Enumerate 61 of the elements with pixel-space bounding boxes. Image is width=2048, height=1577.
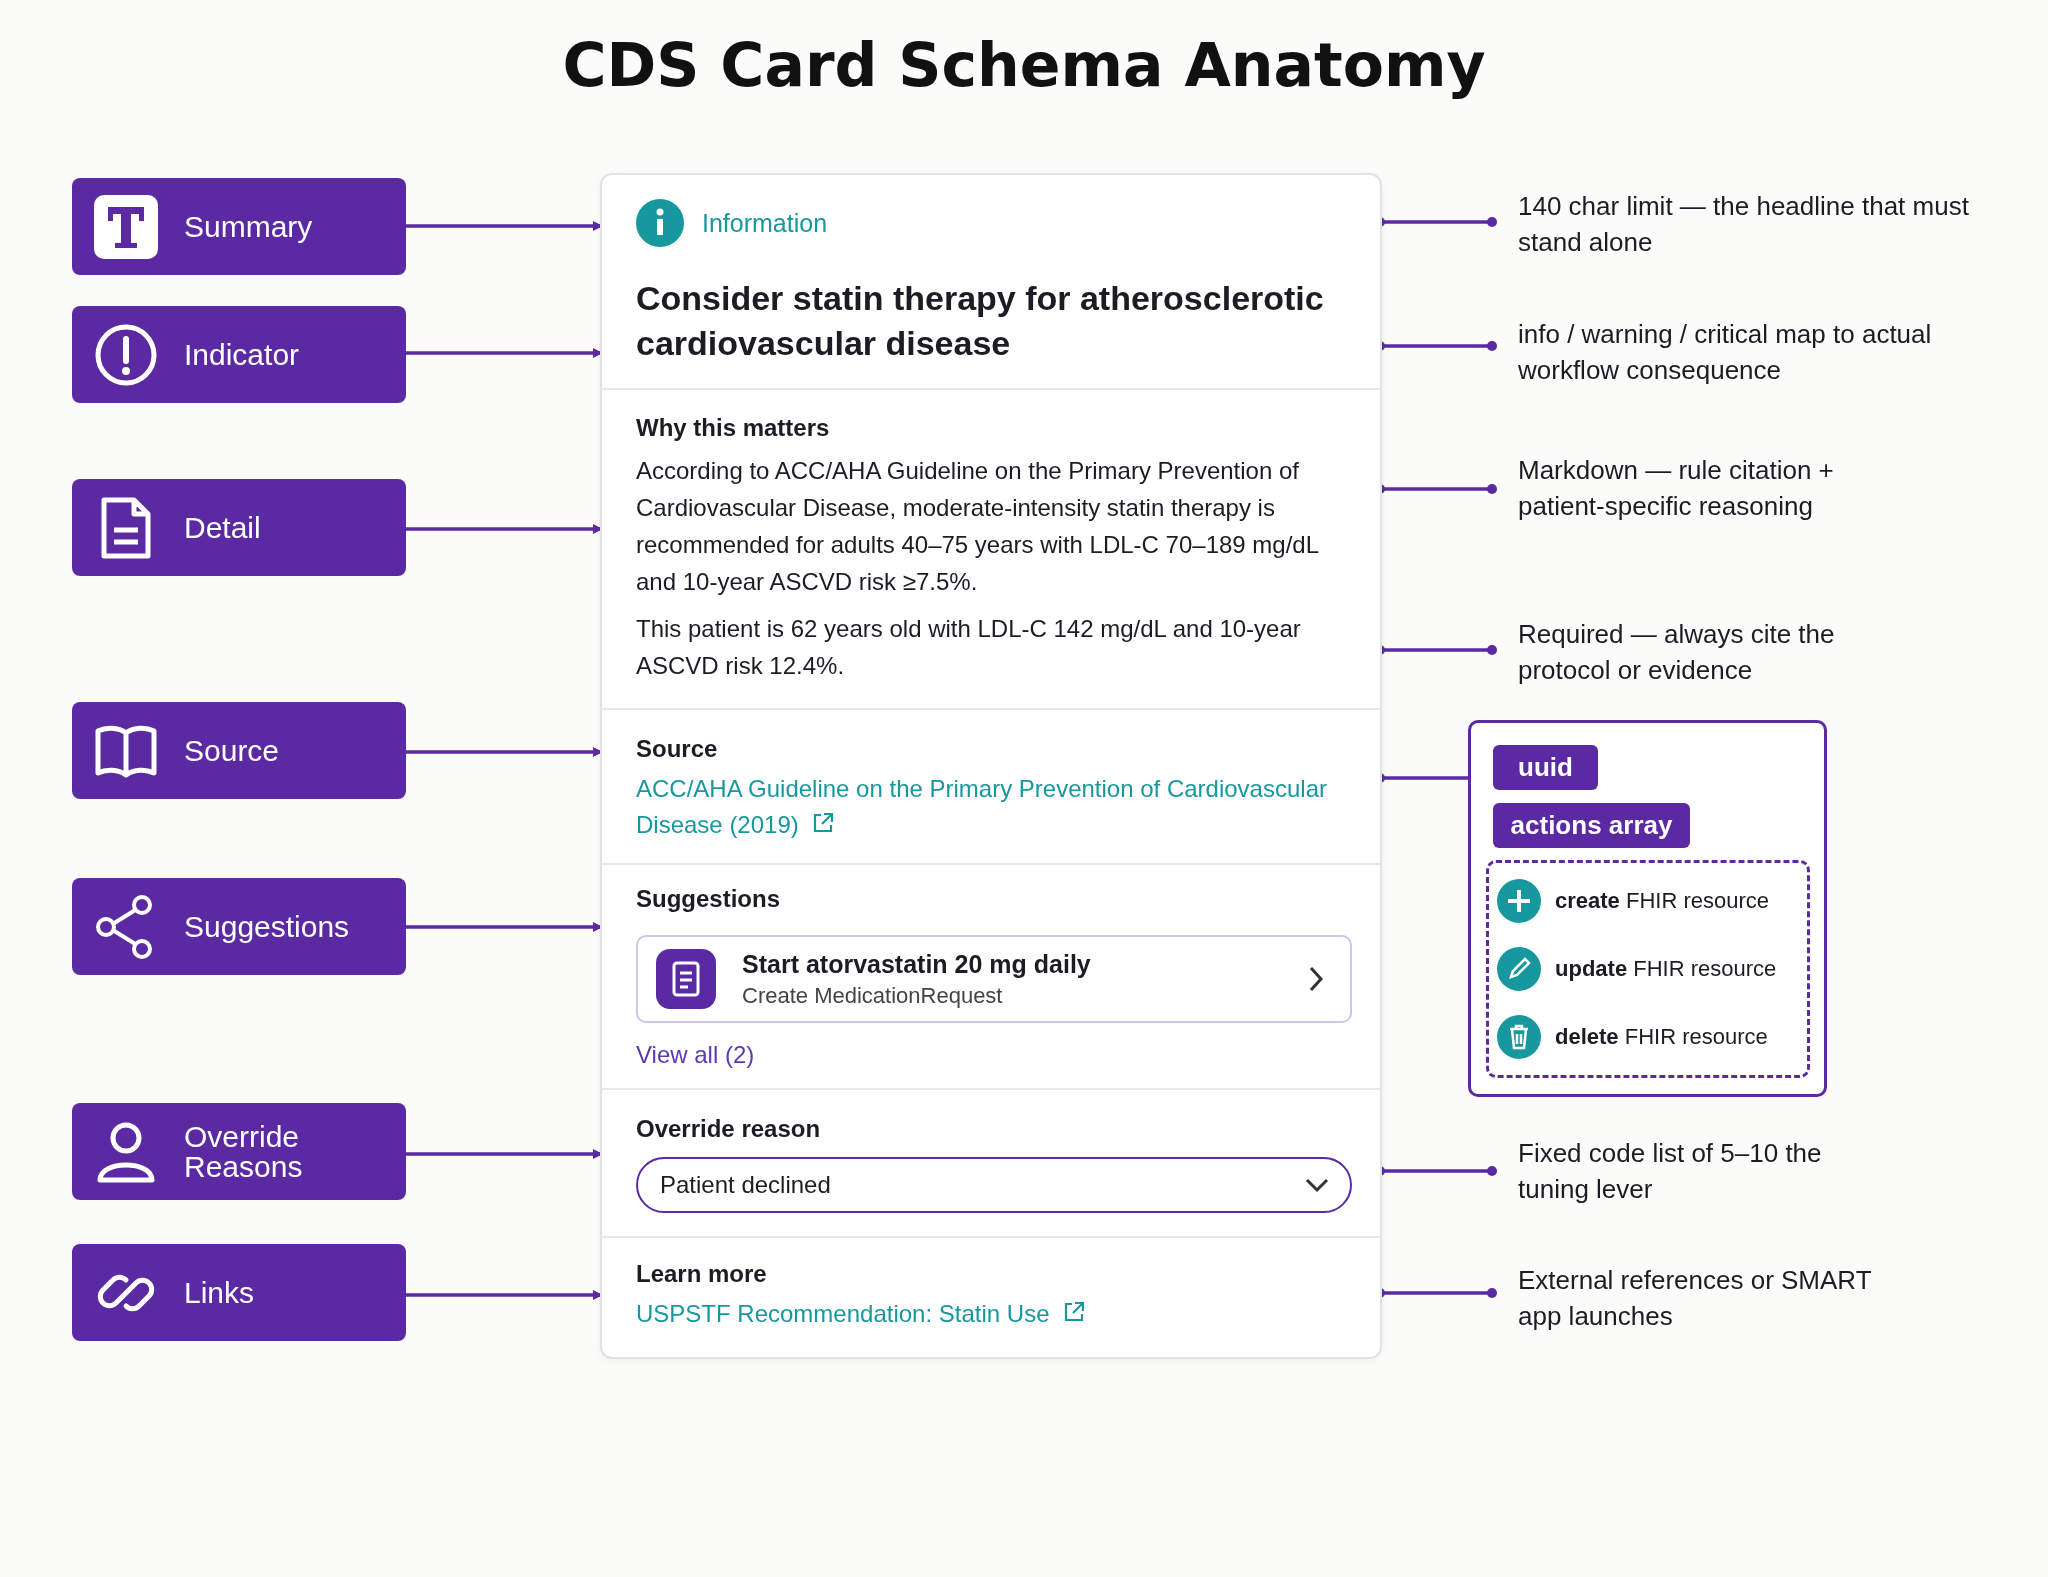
- suggestion-subtitle: Create MedicationRequest: [742, 982, 1004, 1009]
- field-name: Suggestions: [184, 911, 351, 942]
- field-tab: [72, 178, 406, 275]
- tag-text: uuid: [1518, 752, 1573, 783]
- diagram-title: CDS Card Schema Anatomy: [561, 30, 1487, 100]
- annotation-text: info / warning / critical map to actual workflow consequence: [1518, 318, 1933, 387]
- card-section: [602, 1240, 1380, 1345]
- field-name: Override Reasons: [184, 1121, 304, 1182]
- paragraph: This patient is 62 years old with LDL-C 142 mg/dL and 10-year ASCVD risk 12.4%.: [636, 614, 1302, 681]
- section-heading: Override reason: [636, 1115, 822, 1143]
- connector-arrow: [406, 524, 603, 534]
- card-section: [602, 865, 1380, 1090]
- suggestion-button: [636, 935, 1352, 1023]
- action-text: delete FHIR resource: [1555, 1023, 1768, 1050]
- connector-arrow: [406, 1149, 603, 1159]
- paragraph: According to ACC/AHA Guideline on the Primary Prevention of Cardiovascular Disease, moderate-intensity statin therapy is recommended for adults 40–75 years with LDL-C 70–189 mg/dL and 10-year ASCVD risk ≥7.5%.: [636, 456, 1320, 597]
- card-section: [602, 400, 1380, 710]
- cds-card: [602, 175, 1380, 1357]
- field-name: Detail: [184, 512, 262, 543]
- actions-group: [1486, 860, 1810, 1078]
- annotation-text: 140 char limit — the headline that must stand alone: [1518, 190, 1970, 259]
- annotation-text: Markdown — rule citation + patient-specific reasoning: [1518, 454, 1835, 523]
- connector-arrow: [406, 747, 603, 757]
- field-tab: [72, 1244, 406, 1341]
- section-heading: Learn more: [636, 1260, 768, 1288]
- field-tab: [72, 702, 406, 799]
- field-tab: [72, 878, 406, 975]
- action-text: create FHIR resource: [1555, 887, 1769, 914]
- field-tag: [1493, 803, 1690, 848]
- card-headline: Consider statin therapy for atherosclerotic cardiovascular disease: [636, 278, 1325, 364]
- tag-text: actions array: [1510, 810, 1673, 841]
- section-heading: Source: [636, 735, 719, 763]
- dropdown-value: Patient declined: [660, 1171, 831, 1199]
- field-tab: [72, 479, 406, 576]
- field-tag: [1493, 745, 1598, 790]
- dropdown-field: [636, 1157, 1352, 1213]
- reference-link: ACC/AHA Guideline on the Primary Prevention of Cardiovascular Disease (2019): [636, 774, 1328, 840]
- field-name: Links: [184, 1277, 256, 1308]
- severity-label: Information: [702, 208, 828, 238]
- card-section: [602, 1093, 1380, 1238]
- reference-link: USPSTF Recommendation: Statin Use: [636, 1296, 1348, 1332]
- field-tab: [72, 1103, 406, 1200]
- section-heading: Suggestions: [636, 885, 781, 913]
- field-tab: [72, 306, 406, 403]
- annotation-text: External references or SMART app launches: [1518, 1264, 1873, 1333]
- annotation-text: Fixed code list of 5–10 the tuning lever: [1518, 1137, 1823, 1206]
- field-name: Indicator: [184, 339, 301, 370]
- connector-arrow: [406, 221, 603, 231]
- connector-arrow: [406, 922, 603, 932]
- view-all-link: View all (2): [636, 1041, 755, 1069]
- field-name: Source: [184, 735, 281, 766]
- connector-arrow: [406, 348, 603, 358]
- suggestion-title: Start atorvastatin 20 mg daily: [742, 949, 1092, 979]
- action-text: update FHIR resource: [1555, 955, 1777, 982]
- schema-panel: [1468, 720, 1827, 1097]
- field-name: Summary: [184, 211, 314, 242]
- card-section: [602, 715, 1380, 865]
- annotation-text: Required — always cite the protocol or evidence: [1518, 618, 1836, 687]
- card-section: [602, 262, 1380, 390]
- section-heading: Why this matters: [636, 414, 831, 442]
- connector-arrow: [406, 1290, 603, 1300]
